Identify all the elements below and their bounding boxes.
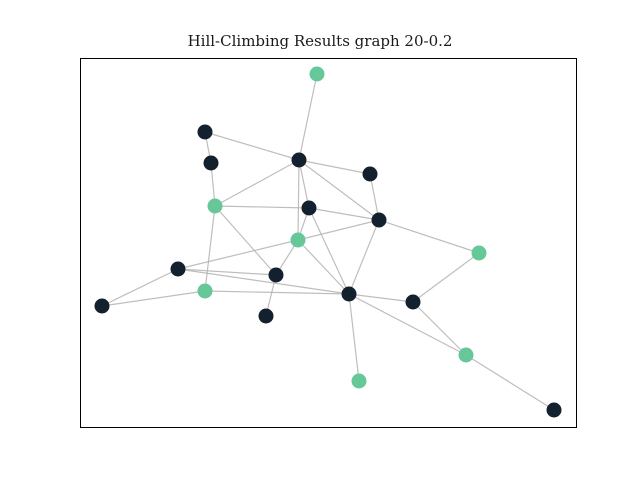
graph-node-n16 xyxy=(258,308,274,324)
graph-edge-n3-n4 xyxy=(298,159,371,175)
graph-edge-n5-n6 xyxy=(214,205,310,209)
graph-node-n18 xyxy=(458,347,474,363)
graph-edge-n12-n14 xyxy=(204,290,350,295)
graph-edge-n6-n7 xyxy=(308,207,380,221)
graph-node-n12 xyxy=(197,283,213,299)
graph-node-n6 xyxy=(301,200,317,216)
plot-title: Hill-Climbing Results graph 20-0.2 xyxy=(187,32,453,50)
graph-edge-n3-n6 xyxy=(298,159,310,209)
graph-node-n7 xyxy=(371,212,387,228)
graph-node-n17 xyxy=(351,373,367,389)
edges-layer xyxy=(101,73,555,411)
graph-edge-n8-n14 xyxy=(297,239,350,295)
graph-node-n13 xyxy=(94,298,110,314)
graph-node-n8 xyxy=(290,232,306,248)
graph-node-n11 xyxy=(268,267,284,283)
graph-node-n4 xyxy=(362,166,378,182)
graph-edge-n10-n13 xyxy=(101,268,179,307)
graph-edge-n8-n10 xyxy=(177,239,299,270)
graph-edge-n7-n8 xyxy=(297,219,380,241)
graph-edge-n18-n19 xyxy=(465,354,555,411)
graph-node-n5 xyxy=(207,198,223,214)
graph-node-n0 xyxy=(309,66,325,82)
graph-edge-n15-n18 xyxy=(412,301,467,356)
graph-node-n9 xyxy=(471,245,487,261)
graph-edge-n4-n7 xyxy=(369,173,380,221)
graph-edge-n14-n17 xyxy=(348,293,360,382)
graph-edge-n1-n3 xyxy=(204,131,300,161)
graph-node-n10 xyxy=(170,261,186,277)
graph-node-n3 xyxy=(291,152,307,168)
graph-edge-n6-n14 xyxy=(308,207,350,295)
graph-node-n19 xyxy=(546,402,562,418)
graph-edge-n7-n14 xyxy=(348,219,380,295)
graph-node-n2 xyxy=(203,155,219,171)
plot-frame xyxy=(80,58,577,428)
graph-edge-n14-n15 xyxy=(348,293,414,303)
graph-edge-n15-n9 xyxy=(412,252,480,303)
graph-edge-n14-n18 xyxy=(348,293,467,356)
graph-edge-n13-n12 xyxy=(101,290,206,307)
graph-node-n1 xyxy=(197,124,213,140)
graph-edge-n3-n7 xyxy=(298,159,380,221)
graph-edge-n10-n14 xyxy=(177,268,350,295)
graph-edge-n10-n11 xyxy=(177,268,277,276)
graph-edge-n0-n3 xyxy=(298,73,318,161)
graph-edge-n5-n11 xyxy=(214,205,277,276)
graph-node-n14 xyxy=(341,286,357,302)
graph-edge-n5-n12 xyxy=(204,205,216,292)
graph-node-n15 xyxy=(405,294,421,310)
graph-edge-n3-n8 xyxy=(297,159,300,241)
nodes-layer xyxy=(94,66,562,418)
graph-edge-n3-n5 xyxy=(214,159,300,207)
graph-edge-n7-n9 xyxy=(378,219,480,254)
